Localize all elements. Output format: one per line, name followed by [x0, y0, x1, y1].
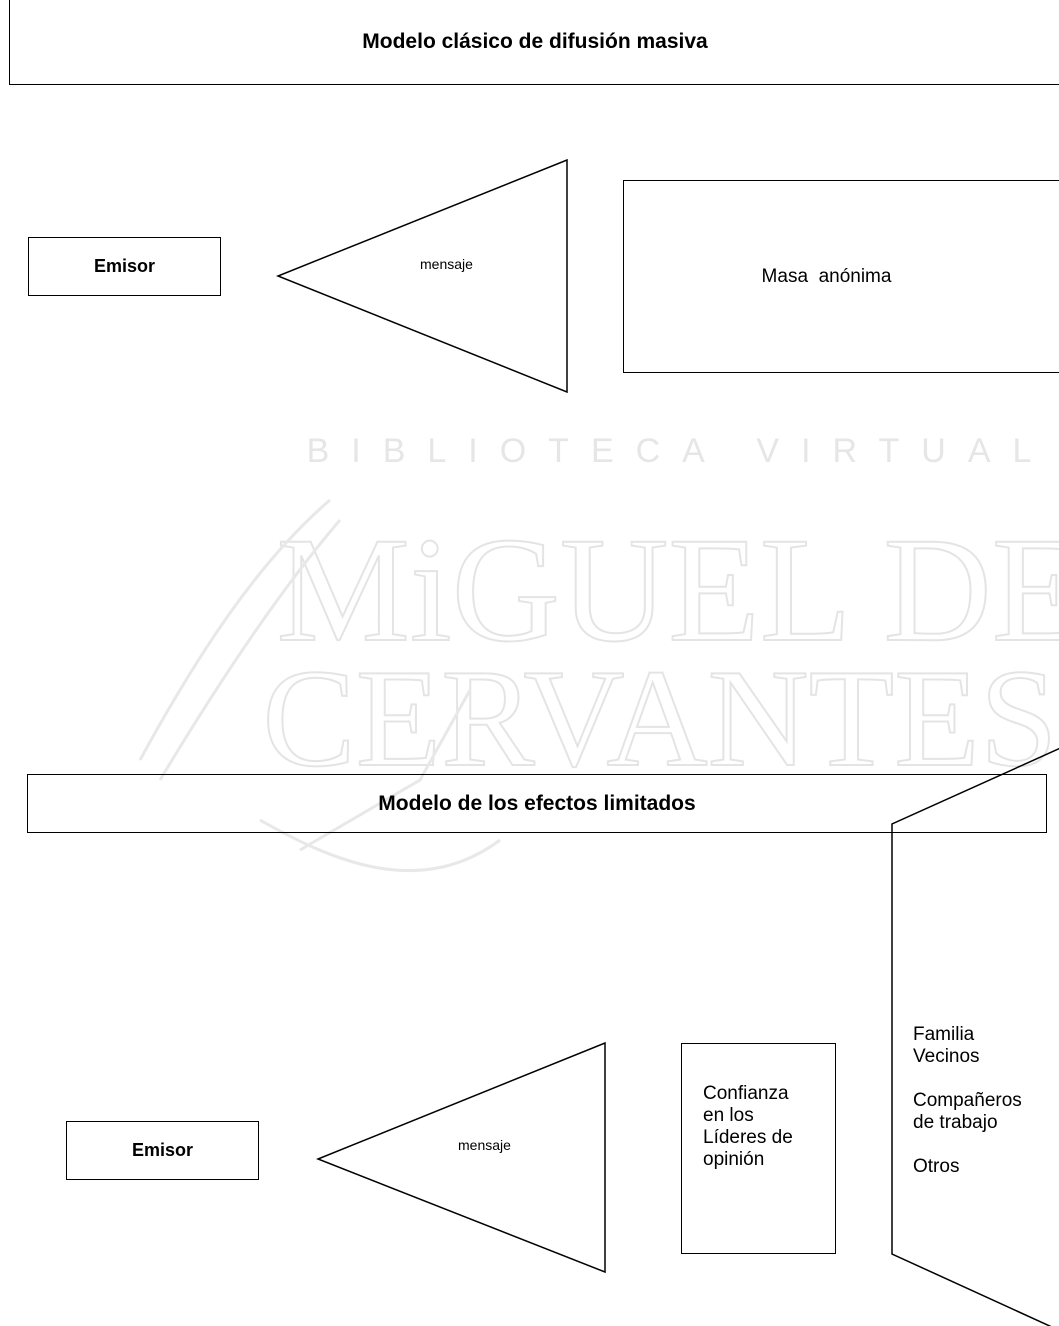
grupos-item: Compañeros [913, 1090, 1022, 1111]
watermark-line2: MiGUEL DE [277, 507, 1059, 673]
mensaje-triangle-1 [275, 158, 568, 394]
emisor-label-1: Emisor [93, 256, 156, 276]
lideres-line: Confianza [703, 1083, 789, 1104]
grupos-item: Familia [913, 1024, 975, 1045]
mensaje-label-1: mensaje [420, 256, 473, 272]
watermark-line3: CERVANTES [262, 641, 1057, 796]
watermark-line1: BIBLIOTECA VIRTUAL [307, 432, 1054, 470]
grupos-item: Otros [913, 1156, 960, 1177]
grupos-spacer [913, 1134, 1022, 1156]
emisor-label-2: Emisor [131, 1140, 194, 1160]
diagram1-title-box: Modelo clásico de difusión masiva [9, 0, 1059, 85]
lideres-box: Confianza en los Líderes de opinión [681, 1043, 836, 1254]
grupos-item: Vecinos [913, 1046, 980, 1067]
diagram2-title: Modelo de los efectos limitados [378, 791, 696, 815]
diagram2-title-box: Modelo de los efectos limitados [27, 774, 1047, 833]
quill-sketch [138, 498, 501, 873]
lideres-line: en los [703, 1105, 754, 1126]
grupos-item: de trabajo [913, 1112, 998, 1133]
masa-anonima-label: Masa anónima [761, 265, 892, 287]
mensaje-label-2: mensaje [458, 1137, 511, 1153]
grupos-list: Familia Vecinos Compañeros de trabajo Ot… [913, 1024, 1022, 1178]
lideres-line: Líderes de [703, 1127, 793, 1148]
grupos-spacer [913, 1068, 1022, 1090]
mensaje-triangle-2 [315, 1041, 606, 1274]
masa-anonima-box: Masa anónima [623, 180, 1059, 373]
grupos-shape [891, 747, 1059, 1326]
lideres-line: opinión [703, 1149, 765, 1170]
emisor-box-1: Emisor [28, 237, 221, 296]
diagram1-title: Modelo clásico de difusión masiva [362, 30, 708, 53]
emisor-box-2: Emisor [66, 1121, 259, 1180]
